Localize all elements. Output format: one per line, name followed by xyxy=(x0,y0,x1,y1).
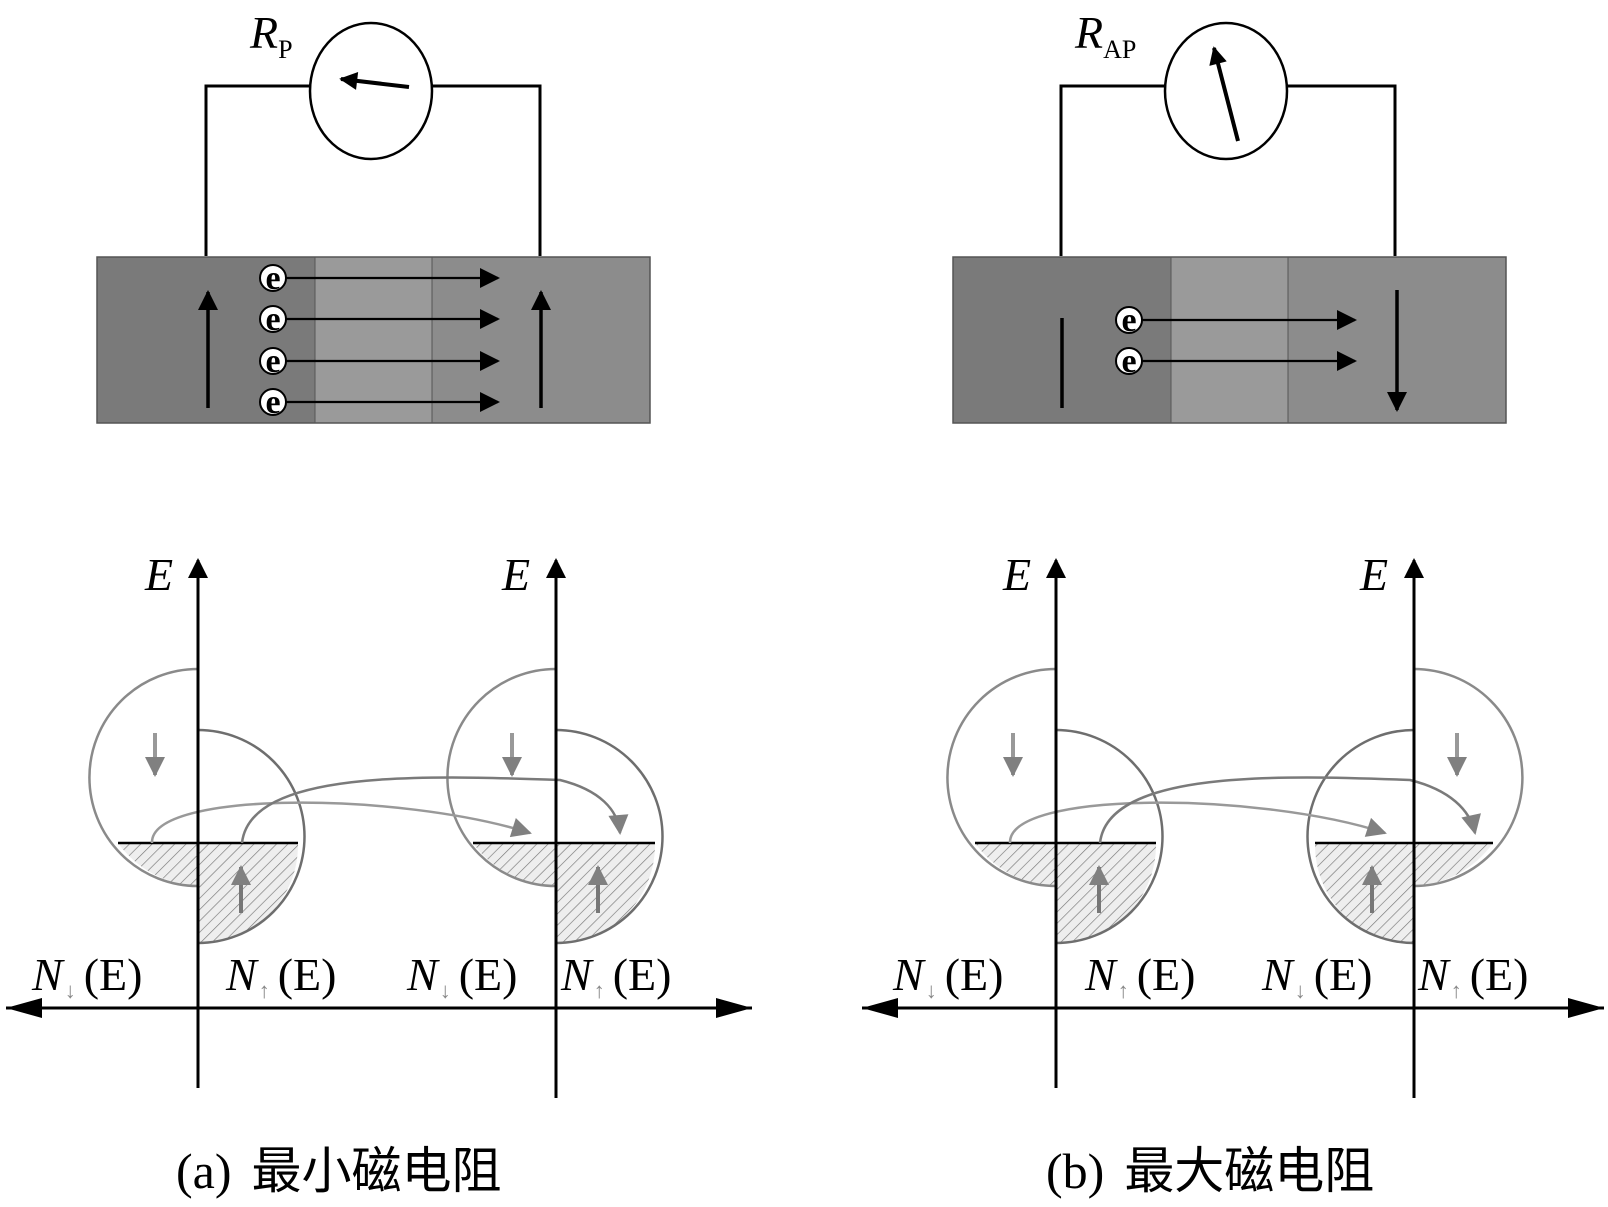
meter-needle-b xyxy=(1209,46,1240,142)
electron: e xyxy=(259,343,287,380)
circuit-wire-a-right xyxy=(432,84,542,256)
axis-label-e: E xyxy=(144,549,173,600)
electron: e xyxy=(1115,343,1143,380)
dos-diagram-a: E E xyxy=(6,549,752,1098)
meter-label-a: RP xyxy=(249,7,293,64)
axis-label-e: E xyxy=(1002,549,1031,600)
resistance-meter-b xyxy=(1163,21,1289,161)
panel-a: RP e e e e xyxy=(6,7,752,1199)
svg-text:e: e xyxy=(265,260,280,297)
electron: e xyxy=(259,260,287,297)
svg-text:e: e xyxy=(265,301,280,338)
electron: e xyxy=(1115,302,1143,339)
dos-labels-a: N↓(E) N↑(E) N↓(E) N↑(E) xyxy=(31,949,671,1003)
svg-text:e: e xyxy=(265,343,280,380)
dos-label: N↓(E) xyxy=(1261,949,1372,1003)
meter-label-b: RAP xyxy=(1074,7,1136,64)
dos-diagram-b: E E xyxy=(862,549,1604,1098)
svg-text:e: e xyxy=(265,384,280,421)
layer-stack-a xyxy=(96,256,651,424)
dos-label: N↑(E) xyxy=(1084,949,1195,1003)
circuit-wire-b-right xyxy=(1287,84,1397,256)
caption-a: (a)最小磁电阻 xyxy=(176,1143,502,1199)
resistance-meter-a xyxy=(308,21,434,161)
layer-stack-b xyxy=(952,256,1507,424)
electron-flow-a: e e e e xyxy=(259,260,500,421)
dos-labels-b: N↓(E) N↑(E) N↓(E) N↑(E) xyxy=(892,949,1528,1003)
dos-label: N↑(E) xyxy=(560,949,671,1003)
svg-text:e: e xyxy=(1121,302,1136,339)
dos-label: N↓(E) xyxy=(31,949,142,1003)
dos-label: N↑(E) xyxy=(225,949,336,1003)
panel-b: RAP e e xyxy=(862,7,1604,1199)
dos-label: N↓(E) xyxy=(406,949,517,1003)
electron: e xyxy=(259,301,287,338)
svg-text:e: e xyxy=(1121,343,1136,380)
dos-label: N↑(E) xyxy=(1417,949,1528,1003)
electron: e xyxy=(259,384,287,421)
circuit-wire-a xyxy=(204,84,310,256)
axis-label-e: E xyxy=(1359,549,1388,600)
circuit-wire-b xyxy=(1059,84,1166,256)
caption-b: (b)最大磁电阻 xyxy=(1046,1143,1374,1199)
axis-label-e: E xyxy=(501,549,530,600)
dos-label: N↓(E) xyxy=(892,949,1003,1003)
meter-needle-a xyxy=(339,71,410,90)
electron-flow-b: e e xyxy=(1115,302,1357,380)
